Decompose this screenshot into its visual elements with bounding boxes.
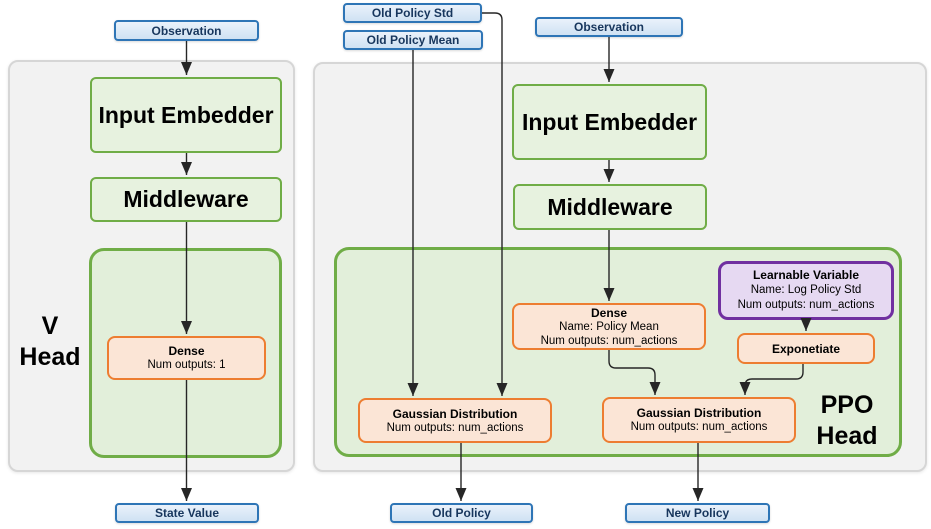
v-dense-outputs: Num outputs: 1	[147, 359, 226, 371]
new-policy-output-node: New Policy	[625, 503, 770, 523]
old-policy-mean-node: Old Policy Mean	[343, 30, 483, 50]
v-head-label-line2: Head	[19, 343, 81, 371]
gaussian-old-outputs: Num outputs: num_actions	[386, 421, 524, 434]
ppo-head-label-line1: PPO	[820, 391, 874, 419]
ppo-dense-policy-mean-node: Dense Name: Policy Mean Num outputs: num…	[512, 303, 706, 350]
exponetiate-node: Exponetiate	[737, 333, 875, 364]
v-middleware-node: Middleware	[90, 177, 282, 222]
gaussian-new-outputs: Num outputs: num_actions	[630, 421, 768, 433]
state-value-node: State Value	[115, 503, 259, 523]
v-observation-node: Observation	[114, 20, 259, 41]
gaussian-distribution-old-node: Gaussian Distribution Num outputs: num_a…	[358, 398, 552, 443]
exponetiate-label: Exponetiate	[771, 341, 840, 356]
old-policy-output-node: Old Policy	[390, 503, 533, 523]
learnable-variable-outputs: Num outputs: num_actions	[737, 299, 875, 311]
ppo-dense-outputs: Num outputs: num_actions	[540, 334, 678, 347]
ppo-observation-node: Observation	[535, 17, 683, 37]
ppo-head-label: PPO Head	[800, 390, 894, 452]
v-dense-node: Dense Num outputs: 1	[107, 336, 266, 380]
gaussian-distribution-new-node: Gaussian Distribution Num outputs: num_a…	[602, 397, 796, 443]
ppo-head-label-line2: Head	[816, 422, 878, 450]
v-head-label-line1: V	[41, 312, 59, 340]
learnable-variable-name: Name: Log Policy Std	[750, 284, 862, 296]
ppo-dense-name: Name: Policy Mean	[559, 320, 659, 333]
ppo-input-embedder-node: Input Embedder	[512, 84, 707, 160]
learnable-variable-node: Learnable Variable Name: Log Policy Std …	[718, 261, 894, 320]
ppo-middleware-node: Middleware	[513, 184, 707, 230]
old-policy-std-node: Old Policy Std	[343, 3, 482, 23]
v-dense-title: Dense	[168, 344, 205, 358]
learnable-variable-title: Learnable Variable	[752, 268, 860, 282]
v-input-embedder-node: Input Embedder	[90, 77, 282, 153]
v-head-label: V Head	[12, 311, 88, 373]
gaussian-new-title: Gaussian Distribution	[636, 406, 762, 420]
gaussian-old-title: Gaussian Distribution	[392, 406, 518, 421]
ppo-dense-title: Dense	[590, 305, 628, 320]
